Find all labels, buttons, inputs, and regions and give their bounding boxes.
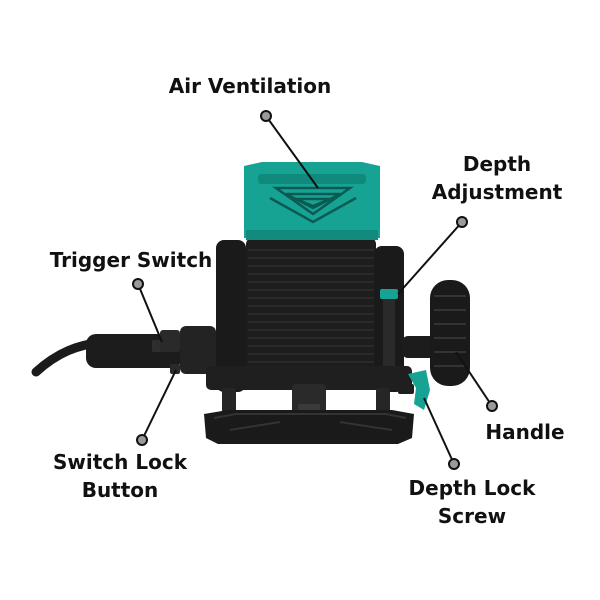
label-handle: Handle: [470, 418, 580, 446]
lower-assembly: [206, 366, 412, 416]
leader-depth-adjustment: [397, 221, 463, 295]
label-handle-text: Handle: [485, 420, 565, 444]
air-vent: [269, 186, 357, 224]
label-switch-lock-button-line-2: Button: [81, 478, 159, 502]
dot-trigger-switch: [132, 278, 144, 290]
label-switch-lock-button: Switch Lock Button: [40, 448, 200, 504]
depth-rod: [383, 292, 395, 376]
label-air-ventilation-text: Air Ventilation: [168, 74, 332, 98]
handle-knob: [402, 280, 470, 386]
leader-dots: [132, 110, 498, 470]
leader-air-ventilation: [265, 115, 319, 189]
side-grip: [86, 326, 216, 374]
label-switch-lock-button-line-1: Switch Lock: [53, 450, 187, 474]
label-depth-lock-screw-line-1: Depth Lock: [408, 476, 536, 500]
leader-lines: [137, 115, 493, 465]
label-trigger-switch: Trigger Switch: [36, 246, 226, 274]
label-depth-adjustment-line-1: Depth: [462, 152, 532, 176]
switch-lock-button: [170, 364, 180, 374]
leader-switch-lock-button: [141, 369, 177, 441]
leader-handle: [455, 351, 493, 407]
label-air-ventilation: Air Ventilation: [150, 72, 350, 100]
motor-housing: [246, 238, 376, 388]
dot-air-ventilation: [260, 110, 272, 122]
label-depth-lock-screw-line-2: Screw: [437, 504, 507, 528]
label-depth-adjustment-line-2: Adjustment: [431, 180, 563, 204]
label-trigger-switch-text: Trigger Switch: [49, 248, 213, 272]
dot-handle: [486, 400, 498, 412]
leader-depth-lock-screw: [423, 397, 455, 465]
base-plate: [204, 410, 414, 444]
top-cap: [244, 162, 380, 240]
trigger-switch: [160, 330, 180, 352]
dot-switch-lock-button: [136, 434, 148, 446]
depth-adjustment-marker: [380, 289, 398, 299]
label-depth-lock-screw: Depth Lock Screw: [392, 474, 552, 530]
left-column: [216, 240, 246, 392]
label-depth-adjustment: Depth Adjustment: [412, 150, 582, 206]
leader-trigger-switch: [137, 283, 163, 343]
dot-depth-adjustment: [456, 216, 468, 228]
dot-depth-lock-screw: [448, 458, 460, 470]
